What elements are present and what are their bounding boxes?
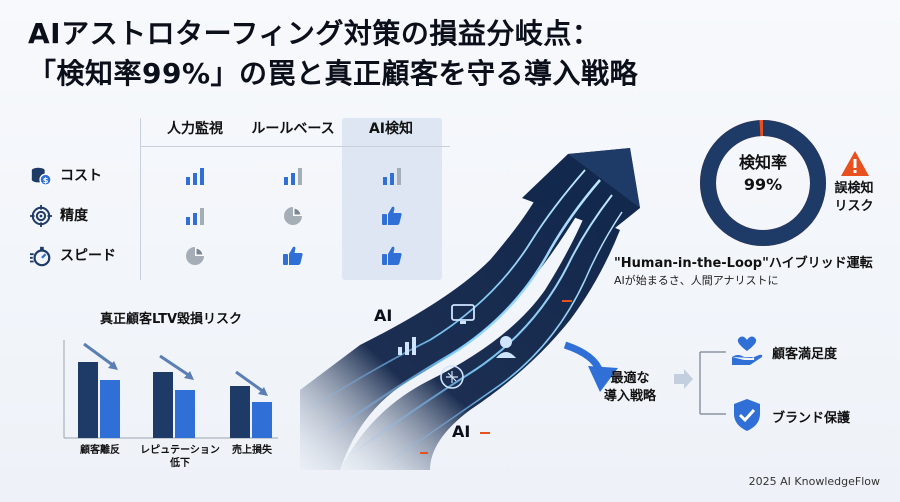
hitl-subtext: AIが始まるさ、人間アナリストに xyxy=(614,274,779,287)
ltv-label-sales: 売上損失 xyxy=(232,445,272,456)
ltv-bar-reputation-before xyxy=(153,372,173,438)
target-icon xyxy=(30,205,52,227)
warning-icon xyxy=(841,151,869,176)
row-label-cost: $ コスト xyxy=(30,164,102,188)
chevron-right-icon xyxy=(674,369,693,389)
ltv-arrow-reputation xyxy=(159,354,191,378)
outcome-label-satisfaction: 顧客満足度 xyxy=(772,347,838,362)
detection-rate-value: 99% xyxy=(743,175,783,194)
row-label-accuracy: 精度 xyxy=(30,204,88,228)
outcome-label-brand-protection: ブランド保護 xyxy=(772,411,851,426)
person-icon xyxy=(496,336,516,358)
shield-check-icon xyxy=(734,399,760,431)
highway-body-lower xyxy=(340,215,620,470)
outcome-connector xyxy=(699,351,726,415)
stopwatch-icon xyxy=(30,246,51,267)
ltv-bar-churn-before xyxy=(78,362,98,438)
signal-bars-icon xyxy=(398,337,416,355)
road-label-ai-bottom: AI xyxy=(452,422,471,441)
lane-line-2 xyxy=(349,194,613,456)
donut-detected-arc xyxy=(700,120,826,246)
spark-1 xyxy=(562,300,572,302)
lane-line-1 xyxy=(319,179,601,442)
spark-3 xyxy=(420,452,428,454)
ltv-arrow-sales xyxy=(235,370,265,394)
hitl-heading: "Human-in-the-Loop"ハイブリッド運転 xyxy=(614,256,873,271)
table-divider-vertical xyxy=(140,118,141,280)
credit-text: 2025 AI KnowledgeFlow xyxy=(748,475,880,488)
monitor-icon xyxy=(451,304,475,324)
page-title: AIアストロターフィング対策の損益分岐点： 「検知率99%」の罠と真正顧客を守る… xyxy=(28,14,638,94)
title-line-1: AIアストロターフィング対策の損益分岐点： xyxy=(28,17,601,50)
comparison-table: 人力監視 ルールベース AI検知 $ コスト 精度 スピード xyxy=(30,118,450,280)
ltv-label-reputation: レピュテーション 低下 xyxy=(140,445,220,469)
coin-stack-icon: $ xyxy=(31,167,52,186)
ltv-bar-sales-before xyxy=(230,386,250,438)
ai-highway-arrow-illustration xyxy=(300,148,640,470)
lane-line-4 xyxy=(379,211,623,469)
ltv-arrow-churn xyxy=(83,342,115,368)
column-header-manual: 人力監視 xyxy=(167,121,223,137)
false-positive-risk-label: 誤検知 リスク xyxy=(834,181,874,214)
optimal-strategy-label: 最適な 導入戦略 xyxy=(603,371,656,404)
ai-head-icon xyxy=(440,365,464,389)
lane-line-3 xyxy=(300,169,586,416)
row-label-speed-text: スピード xyxy=(60,248,116,264)
row-label-cost-text: コスト xyxy=(60,168,102,184)
ltv-risk-chart xyxy=(63,340,278,439)
spark-2 xyxy=(480,432,490,434)
svg-text:$: $ xyxy=(43,175,49,185)
road-label-ai-top: AI xyxy=(374,306,393,325)
cost-manual-bar-chart-icon xyxy=(183,164,207,188)
accuracy-manual-bar-chart-icon xyxy=(183,204,207,228)
ltv-bar-reputation-after xyxy=(175,390,195,438)
ltv-bar-sales-after xyxy=(252,402,272,438)
detection-rate-text: 検知率 99% xyxy=(698,152,828,196)
ltv-bar-churn-after xyxy=(100,380,120,438)
speed-manual-pie-chart-icon xyxy=(183,244,207,268)
column-header-rule-based: ルールベース xyxy=(251,121,335,137)
detection-rate-donut xyxy=(700,120,826,246)
row-label-accuracy-text: 精度 xyxy=(60,208,88,224)
title-line-2: 「検知率99%」の罠と真正顧客を守る導入戦略 xyxy=(28,57,639,90)
detection-rate-label: 検知率 xyxy=(738,153,787,172)
table-divider-horizontal xyxy=(140,146,450,147)
ltv-chart-title: 真正顧客LTV毀損リスク xyxy=(100,312,243,327)
ltv-label-churn: 顧客離反 xyxy=(80,445,120,456)
heart-hand-icon xyxy=(732,336,763,365)
column-header-ai: AI検知 xyxy=(368,121,414,137)
row-label-speed: スピード xyxy=(30,244,116,268)
highway-body xyxy=(300,200,580,470)
